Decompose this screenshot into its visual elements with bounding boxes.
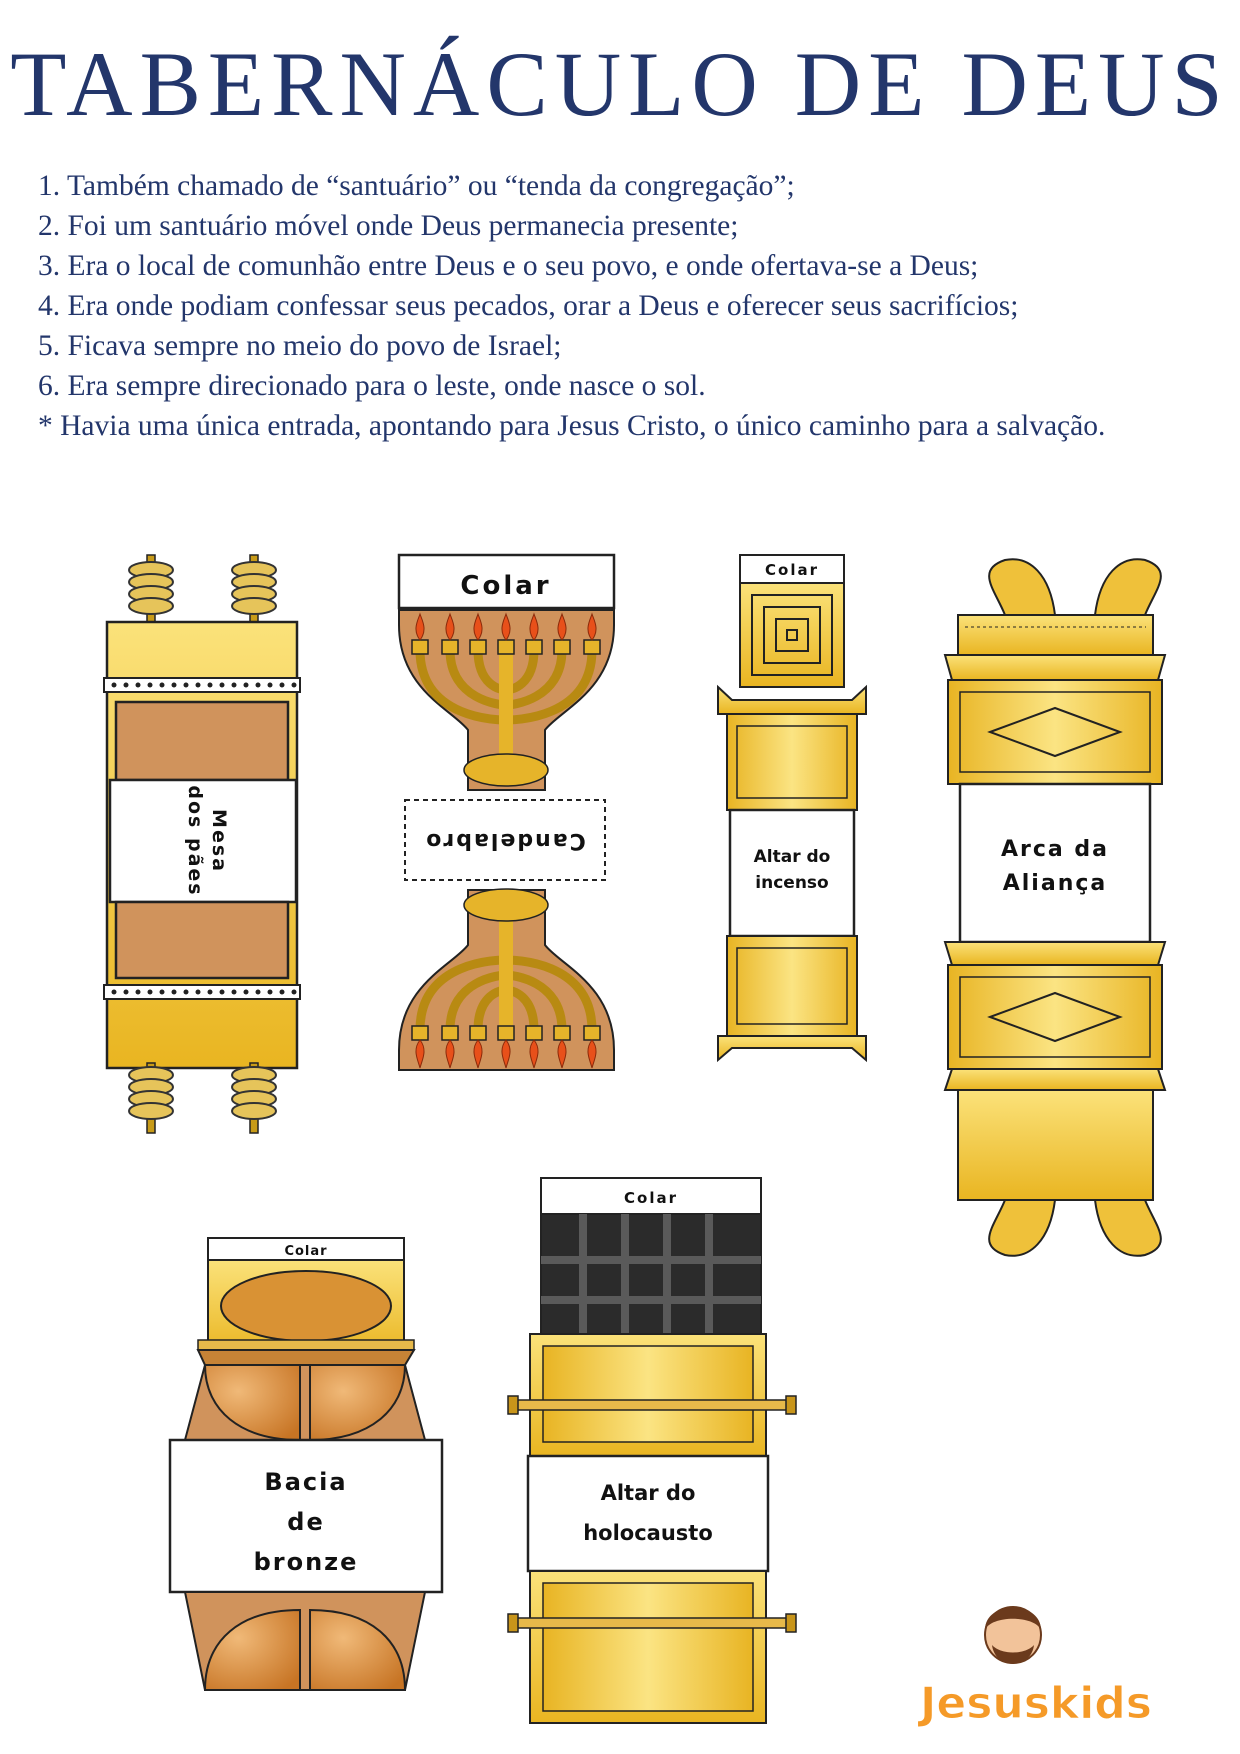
fact-item: 5. Ficava sempre no meio do povo de Isra… [38,330,562,362]
fact-item: 4. Era onde podiam confessar seus pecado… [38,290,1019,322]
altar-holocausto-cutout: Colar Altar do holocausto [507,1177,797,1724]
arca-label-line1: Arca da [1001,837,1109,862]
bacia-label-line3: bronze [254,1548,359,1576]
mesa-label-line1: Mesa [208,809,230,873]
jesuskids-logo: Jesuskids [917,1606,1152,1730]
page-title: TABERNÁCULO DE DEUS [10,33,1230,135]
incenso-label-line1: Altar do [754,847,831,867]
holocausto-label-line1: Altar do [601,1481,696,1505]
incenso-label-line2: incenso [755,873,828,893]
holocausto-label-line2: holocausto [583,1521,713,1545]
incenso-glue-label: Colar [765,561,819,579]
logo-text: Jesuskids [917,1678,1152,1729]
candelabro-label: Candelabro [424,828,585,853]
scroll-roll [128,554,277,628]
holocausto-glue-label: Colar [624,1189,678,1207]
scroll-roll [128,1062,277,1134]
facts-list: 1. Também chamado de “santuário” ou “ten… [38,166,1213,446]
altar-incenso-cutout: Colar Altar do incenso [717,554,867,1063]
bacia-label-line2: de [287,1508,324,1536]
arca-alianca-cutout: Arca da Aliança [943,558,1167,1257]
bacia-glue-label: Colar [284,1244,327,1259]
fact-item: 6. Era sempre direcionado para o leste, … [38,370,706,402]
mesa-label-line2: dos pães [184,785,206,896]
fact-item: * Havia uma única entrada, apontando par… [38,410,1106,442]
fact-item: 3. Era o local de comunhão entre Deus e … [38,250,979,282]
arca-label-line2: Aliança [1003,871,1108,896]
bacia-bronze-cutout: Colar Bacia de bronze [168,1237,444,1691]
bacia-label-line1: Bacia [264,1468,347,1496]
fact-item: 2. Foi um santuário móvel onde Deus perm… [38,210,739,242]
mesa-dos-paes-cutout: Mesa dos pães [103,554,301,1134]
candelabro-cutout: Colar Candelabro [397,553,616,1071]
cherubim-icon [988,558,1162,1257]
fact-item: 1. Também chamado de “santuário” ou “ten… [38,170,795,202]
candelabro-glue-label: Colar [460,571,551,601]
